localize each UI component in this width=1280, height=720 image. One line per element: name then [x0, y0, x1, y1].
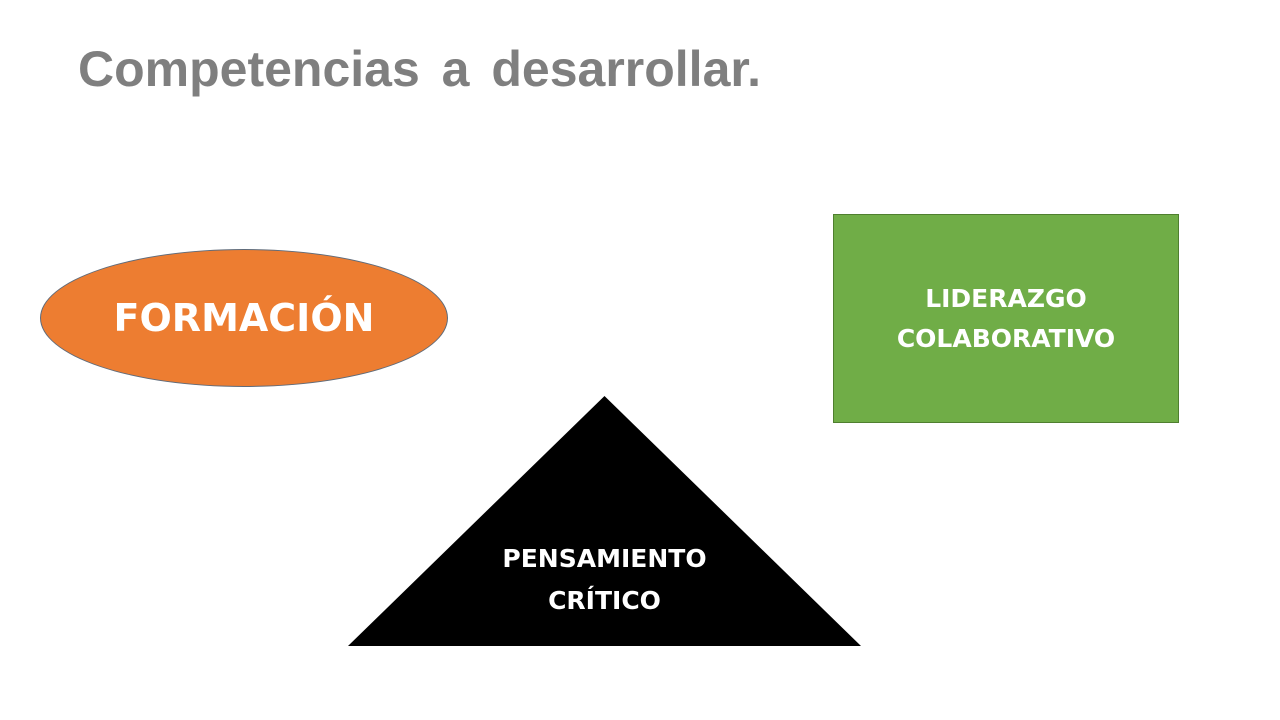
liderazgo-colaborativo-label: LIDERAZGO COLABORATIVO: [897, 279, 1115, 359]
triangle-graphic: [348, 396, 861, 646]
liderazgo-colaborativo-box[interactable]: LIDERAZGO COLABORATIVO: [833, 214, 1179, 423]
liderazgo-label-line2: COLABORATIVO: [896, 323, 1116, 353]
triangle-polygon: [348, 396, 861, 646]
pensamiento-critico-label: PENSAMIENTO CRÍTICO: [348, 538, 861, 622]
formacion-label: FORMACIÓN: [113, 296, 375, 340]
pensamiento-critico-triangle[interactable]: PENSAMIENTO CRÍTICO: [348, 396, 861, 646]
pensamiento-label-line1: PENSAMIENTO: [502, 544, 707, 573]
pensamiento-label-line2: CRÍTICO: [548, 586, 661, 615]
slide-title: Competencias a desarrollar.: [78, 41, 761, 97]
formacion-ellipse[interactable]: FORMACIÓN: [40, 249, 448, 387]
liderazgo-label-line1: LIDERAZGO: [925, 283, 1087, 313]
